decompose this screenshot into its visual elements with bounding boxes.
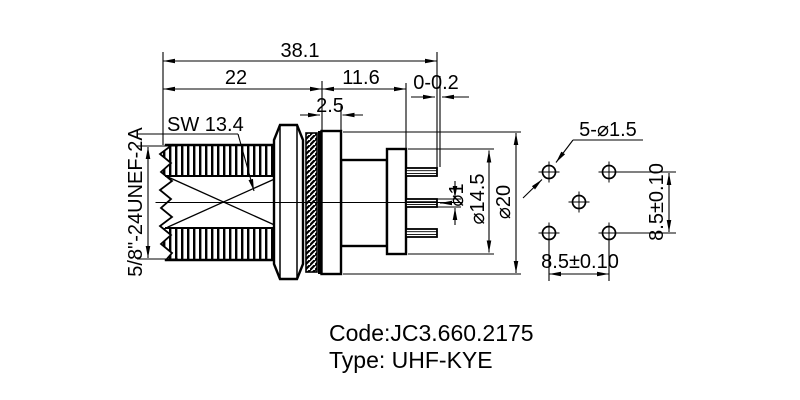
side-view-dimensions <box>137 52 521 275</box>
dim-flange-diameter: ⌀20 <box>493 185 515 219</box>
end-view: 5-⌀1.5 8.5±0.10 8.5±0.10 <box>522 119 676 281</box>
label-wrench-size: SW 13.4 <box>167 114 244 136</box>
dim-front-length: 22 <box>225 67 247 89</box>
hole-top-left <box>538 161 560 183</box>
rear-flange <box>385 147 408 256</box>
dim-pin-protrusion: 0-0.2 <box>413 72 459 94</box>
side-view <box>148 123 463 281</box>
hole-bottom-left <box>538 222 560 244</box>
end-view-dimensions <box>522 139 676 281</box>
dim-pitch-vertical: 8.5±0.10 <box>646 163 668 241</box>
title-block: Code:JC3.660.2175 Type: UHF-KYE <box>329 320 534 373</box>
part-code: Code:JC3.660.2175 <box>329 320 534 346</box>
dim-pitch-horizontal: 8.5±0.10 <box>541 251 619 273</box>
pin-bottom <box>405 228 438 238</box>
dim-overall-length: 38.1 <box>281 40 320 62</box>
dim-pin-diameter: ⌀1 <box>446 183 468 206</box>
dim-body-diameter: ⌀14.5 <box>467 174 489 225</box>
pin-top <box>405 167 438 177</box>
label-holes-callout: 5-⌀1.5 <box>579 119 637 141</box>
label-thread-spec: 5/8"-24UNEF-2A <box>125 127 147 277</box>
hole-center <box>568 191 590 213</box>
part-type: Type: UHF-KYE <box>329 347 493 373</box>
dim-rear-length: 11.6 <box>342 67 379 89</box>
dim-flange-thickness: 2.5 <box>316 95 344 117</box>
